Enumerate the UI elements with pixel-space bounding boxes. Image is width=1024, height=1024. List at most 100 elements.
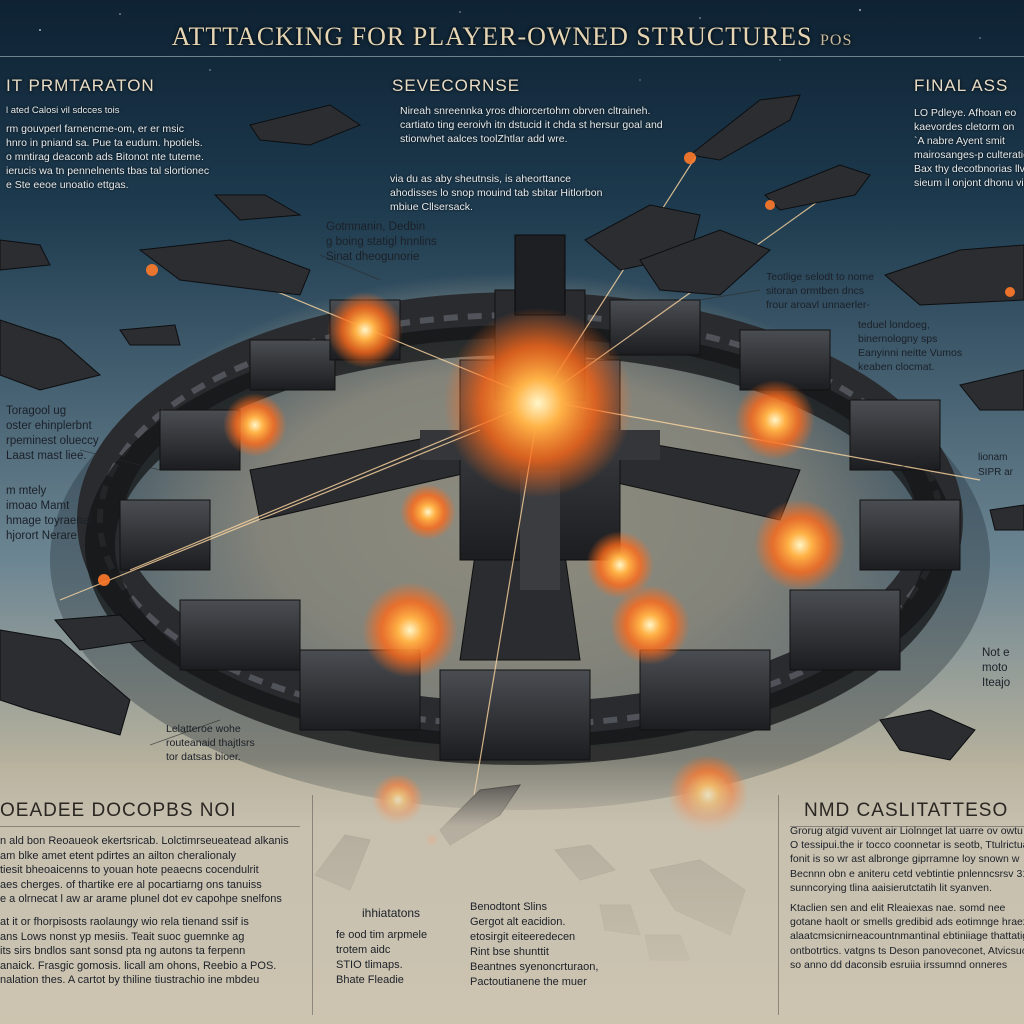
section-bullets-siege: via du as aby sheutnsis, is aheorttance …: [390, 172, 602, 214]
starship-icon: [0, 629, 131, 736]
text-line: sunncorying tlina aaisierutctatih lit sy…: [790, 881, 992, 894]
starfield: [39, 9, 981, 91]
callout-right: Teotlige selodt to nome sitoran ormtben …: [766, 270, 874, 312]
starship-icon: [959, 369, 1024, 411]
callout-right-a: lionam SIPR ar: [978, 450, 1013, 480]
starship-icon: [0, 239, 51, 271]
text-line: hnro in pniand sa. Pue ta eudum. hpotiel…: [6, 137, 203, 149]
callout-lines: [79, 254, 941, 746]
text-line: Laast mast liee.: [6, 450, 87, 462]
text-line: n ald bon Reoaueok ekertsricab. Lolctimr…: [0, 835, 289, 847]
text-line: hjorort Nerare: [6, 530, 77, 542]
subsection-header: ihhiatatons: [362, 906, 421, 920]
list-item: Gergot alt eacidion.: [470, 916, 566, 928]
text-line: ierucis wa tn pennelnents tbas tal slort…: [6, 165, 210, 177]
text-line: binernologny sps: [858, 333, 938, 345]
text-line: tiesit bheoaicenns to youan hote peaecns…: [0, 864, 259, 877]
title-rule: [0, 56, 1024, 57]
text-line: Becnnn obn e aniteru cetd vebtintie pnle…: [790, 867, 1024, 880]
text-line: SIPR ar: [978, 467, 1014, 478]
starship-icon: [688, 94, 801, 161]
text-line: rpeminest olueccy: [6, 435, 99, 447]
starship-icon: [764, 164, 871, 211]
text-line: g boing statigl hnnlins: [326, 236, 437, 248]
list-item: via du as aby sheutnsis, is aheorttance: [390, 173, 571, 185]
text-line: lionam: [978, 452, 1008, 463]
text-line: aes cherges. of thartike ere al pocartia…: [0, 878, 262, 891]
section-header-siege: SEVECORNSE: [392, 76, 521, 95]
section-body-casualties: Grorug atgid vuvent air Liolnnget lat ua…: [790, 824, 1024, 972]
column-divider: [312, 795, 313, 1015]
section-header-defense: OEADEE DOCOPBS NOI: [0, 800, 237, 821]
subsection-body: fe ood tim arpmele trotem aidc STIO tlim…: [336, 928, 427, 988]
text-line: o mntirag deaconb ads Bitonot nte tuteme…: [6, 151, 204, 163]
page-title: ATTTACKING FOR PLAYER-OWNED STRUCTURES P…: [0, 22, 1024, 52]
starship-icon: [138, 239, 311, 296]
section-header-final-assault: FINAL ASS: [914, 76, 1009, 95]
text-line: alaatcmsicnirneacountnmantinal ebtiniiag…: [790, 930, 1024, 943]
callout-bottom-left: Lelatteroe wohe routeanaid thajtlsrs tor…: [166, 722, 255, 764]
bottom-panel: [0, 760, 1024, 1024]
section-header-preparation: IT PRMTARATON: [6, 76, 155, 95]
callout-left-a: Toragool ug oster ehinplerbnt rpeminest …: [6, 404, 99, 464]
ring-modules: [119, 299, 961, 761]
text-line: Iteajo: [982, 677, 1011, 689]
text-line: rm gouvperl farnencme-om, er er msic: [6, 123, 184, 135]
callout-left-b: m mtely imoao Mamt hmage toyraenal hjoro…: [6, 484, 92, 544]
header-rule: [0, 826, 300, 827]
text-line: ans Lows nonst yp mesiis. Teait suoc gue…: [0, 930, 245, 943]
section-body-center-bottom: Benodtont Slins Gergot alt eacidion. eto…: [470, 900, 598, 990]
text-line: Sinat dheogunorie: [326, 251, 420, 263]
text-line: hmage toyraenal: [6, 515, 92, 527]
text-line: so anno dd daconsib esruiia irssumnd onn…: [790, 958, 1008, 971]
list-item: Bhate Fleadie: [336, 974, 404, 986]
text-line: `A nabre Ayent smit: [914, 135, 1005, 147]
column-divider: [778, 795, 779, 1015]
text-line: Lelatteroe wohe: [166, 723, 241, 735]
text-line: cartiato ting eeroivh itn dstucid it chd…: [400, 119, 663, 131]
text-line: Bax thy decotbnorias llv: [914, 163, 1024, 175]
callout-right-secondary: teduel londoeg, binernologny sps Eanyinn…: [858, 318, 962, 374]
list-item: Benodtont Slins: [470, 901, 548, 913]
header-rule: [790, 826, 1024, 827]
text-line: Ktaclien sen and elit Rleaiexas nae. som…: [790, 902, 1006, 915]
text-line: moto: [982, 662, 1008, 674]
text-line: Grorug atgid vuvent air Liolnnget lat ua…: [790, 825, 1023, 837]
text-line: O tessipui.the ir tocco coonnetar is seo…: [790, 839, 1024, 852]
section-body-siege: Nireah snreennka yros dhiorcertohm obrve…: [400, 104, 663, 146]
starship-icon: [119, 324, 181, 346]
starship-icon: [53, 614, 147, 651]
list-item: etosirgit eiteeredecen: [470, 931, 576, 943]
list-item: STIO tlimaps.: [336, 959, 403, 971]
starship-icon: [879, 709, 976, 761]
text-line: am blke amet etent pdirtes an ailton che…: [0, 849, 237, 862]
text-line: mairosanges-p culteration: [914, 149, 1024, 161]
text-line: e a olrnecat l aw ar arame plunel dot ev…: [0, 893, 282, 906]
text-line: LO Pdleye. Afhoan eo: [914, 107, 1017, 119]
text-line: Eanyinni neitte Vumos: [858, 347, 963, 359]
text-line: m mtely: [6, 485, 47, 497]
text-line: Not e: [982, 647, 1010, 659]
text-line: oster ehinplerbnt: [6, 420, 92, 432]
starship-icon: [989, 504, 1024, 531]
text-line: ontbotrtics. vatgns ts Deson panoveconet…: [790, 944, 1024, 957]
starship-icon: [639, 229, 771, 296]
text-line: Nireah snreennka yros dhiorcertohm obrve…: [400, 105, 651, 117]
title-suffix: POS: [820, 32, 853, 49]
text-line: at it or fhorpisosts raolaungy wio rela …: [0, 915, 249, 928]
text-line: anaick. Frasgic gomosis. licall am ohons…: [0, 959, 277, 972]
text-line: gotane haolt or smells gredibid ads eoti…: [790, 916, 1024, 929]
engine-glows: [98, 152, 1015, 845]
list-item: trotem aidc: [336, 944, 391, 956]
text-line: nalation thes. A cartot by thiline tiust…: [0, 974, 260, 987]
text-line: its sirs bndlos sant sonsd pta ng autons…: [0, 945, 246, 958]
callout-center-left: Gotmnanin, Dedbin g boing statigl hnnlin…: [326, 220, 437, 265]
list-item: fe ood tim arpmele: [336, 929, 428, 941]
title-main: ATTTACKING FOR PLAYER-OWNED STRUCTURES: [171, 22, 813, 51]
text-line: kaevordes cletorm on: [914, 121, 1015, 133]
text-line: stionwhet aalces toolZhtlar add wre.: [400, 133, 568, 145]
list-item: Rint bse shunttit: [470, 946, 549, 958]
section-subheader: l ated Calosi vil sdcces tois: [6, 105, 120, 116]
section-header-casualties: NMD CASLITATTESO: [804, 800, 1009, 821]
